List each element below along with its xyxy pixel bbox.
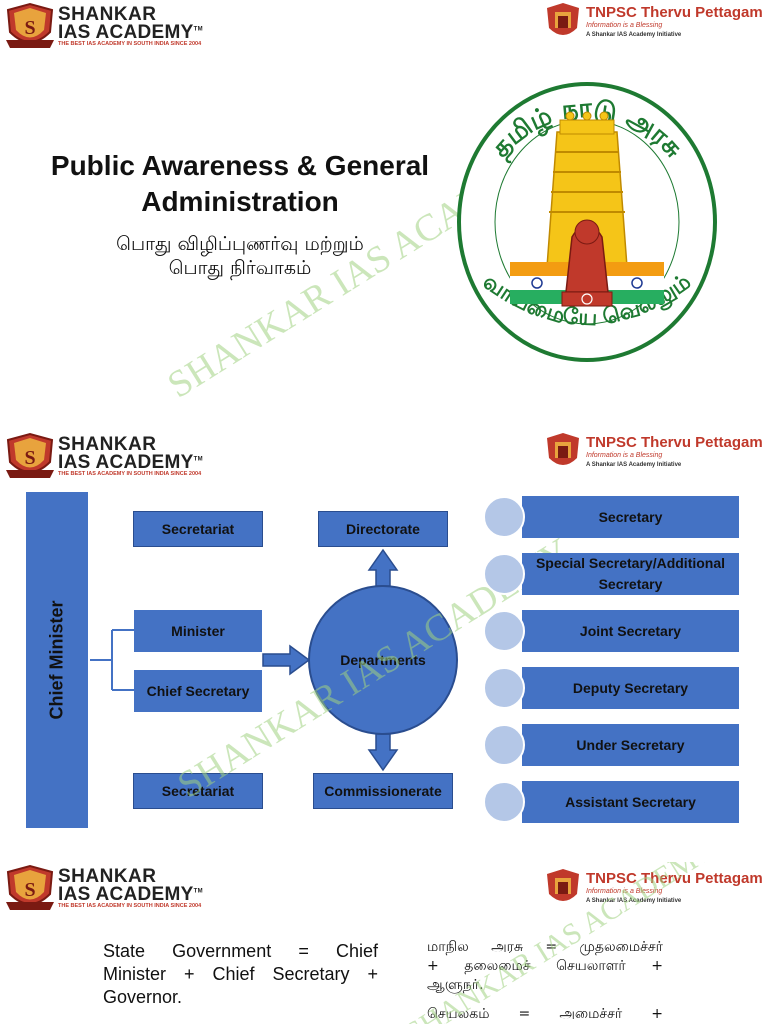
commissionerate-box: Commissionerate [313, 773, 453, 809]
portal-title: TNPSC Thervu Pettagam [586, 434, 763, 451]
chakra-icon [631, 277, 643, 289]
state-government-tamil: மாநில அரசு = முதலமைச்சர் + தலைமைச் செயலா… [427, 939, 663, 1022]
secretariat-top-box: Secretariat [133, 511, 263, 547]
trademark-mark: TM [193, 456, 203, 463]
directorate-box: Directorate [318, 511, 448, 547]
rank-bullet [483, 667, 525, 709]
portal-title: TNPSC Thervu Pettagam [586, 870, 763, 887]
page-title-tamil: பொது விழிப்புணர்வு மற்றும் பொது நிர்வாகம… [116, 233, 364, 279]
academy-name-line2: IAS ACADEMYTM [58, 884, 203, 905]
academy-name-line1: SHANKAR [58, 434, 157, 455]
connector-lines [90, 548, 458, 772]
rank-deputy-secretary: Deputy Secretary [522, 667, 739, 709]
academy-initial: S [24, 17, 35, 39]
rank-bullet [483, 781, 525, 823]
departments-label: Departments [340, 651, 426, 668]
chakra-icon [531, 277, 543, 289]
tnpsc-thervu-logo: TNPSC Thervu Pettagam Information is a B… [544, 868, 766, 912]
academy-emblem-icon: S [6, 864, 54, 910]
tnpsc-thervu-logo: TNPSC Thervu Pettagam Information is a B… [544, 432, 766, 476]
academy-name-line1: SHANKAR [58, 866, 157, 887]
chief-secretary-box: Chief Secretary [134, 670, 262, 712]
academy-name-line2: IAS ACADEMYTM [58, 452, 203, 473]
rank-bullet [483, 724, 525, 766]
temple-emblem-icon [547, 433, 579, 465]
arrow-right-icon [262, 644, 311, 676]
lion-capital-icon [561, 219, 613, 307]
portal-tagline: Information is a Blessing [586, 22, 663, 29]
arrow-up-icon [367, 548, 399, 587]
rank-bullet [483, 553, 525, 595]
academy-initial: S [24, 447, 35, 469]
chief-minister-bar [26, 492, 88, 828]
page-title: Public Awareness & General Administratio… [50, 150, 430, 217]
slide-state-government: S SHANKAR IAS ACADEMYTM THE BEST IAS ACA… [0, 862, 768, 1024]
rank-bullet [483, 610, 525, 652]
state-government-english: State Government = Chief Minister + Chie… [103, 941, 378, 1007]
portal-title: TNPSC Thervu Pettagam [586, 4, 763, 21]
tnpsc-thervu-logo: TNPSC Thervu Pettagam Information is a B… [544, 2, 766, 46]
shankar-ias-logo: S SHANKAR IAS ACADEMYTM THE BEST IAS ACA… [4, 432, 214, 484]
academy-tagline: THE BEST IAS ACADEMY IN SOUTH INDIA SINC… [58, 471, 202, 477]
rank-bullet [483, 496, 525, 538]
portal-subtitle: A Shankar IAS Academy Initiative [586, 898, 682, 904]
academy-initial: S [24, 879, 35, 901]
tamil-nadu-emblem: தமிழ் நாடு அரசு வாய்மையே வெல்லும் [457, 82, 717, 362]
trademark-mark: TM [193, 26, 203, 33]
academy-emblem-icon: S [6, 2, 54, 48]
rank-assistant-secretary: Assistant Secretary [522, 781, 739, 823]
academy-name-line2: IAS ACADEMYTM [58, 22, 203, 43]
slide-title: S SHANKAR IAS ACADEMYTM THE BEST IAS ACA… [0, 0, 768, 420]
shankar-ias-logo: S SHANKAR IAS ACADEMYTM THE BEST IAS ACA… [4, 2, 214, 54]
rank-under-secretary: Under Secretary [522, 724, 739, 766]
portal-tagline: Information is a Blessing [586, 888, 663, 895]
temple-emblem-icon [547, 869, 579, 901]
rank-secretary: Secretary [522, 496, 739, 538]
arrow-down-icon [367, 733, 399, 772]
shankar-ias-logo: S SHANKAR IAS ACADEMYTM THE BEST IAS ACA… [4, 864, 214, 916]
slide-org-chart: S SHANKAR IAS ACADEMYTM THE BEST IAS ACA… [0, 430, 768, 840]
secretariat-bottom-box: Secretariat [133, 773, 263, 809]
departments-circle [308, 585, 458, 735]
trademark-mark: TM [193, 888, 203, 895]
academy-emblem-icon: S [6, 432, 54, 478]
temple-emblem-icon [547, 3, 579, 35]
academy-tagline: THE BEST IAS ACADEMY IN SOUTH INDIA SINC… [58, 41, 202, 47]
rank-joint-secretary: Joint Secretary [522, 610, 739, 652]
minister-box: Minister [134, 610, 262, 652]
academy-tagline: THE BEST IAS ACADEMY IN SOUTH INDIA SINC… [58, 903, 202, 909]
portal-subtitle: A Shankar IAS Academy Initiative [586, 32, 682, 38]
portal-subtitle: A Shankar IAS Academy Initiative [586, 462, 682, 468]
portal-tagline: Information is a Blessing [586, 452, 663, 459]
academy-name-line1: SHANKAR [58, 4, 157, 25]
